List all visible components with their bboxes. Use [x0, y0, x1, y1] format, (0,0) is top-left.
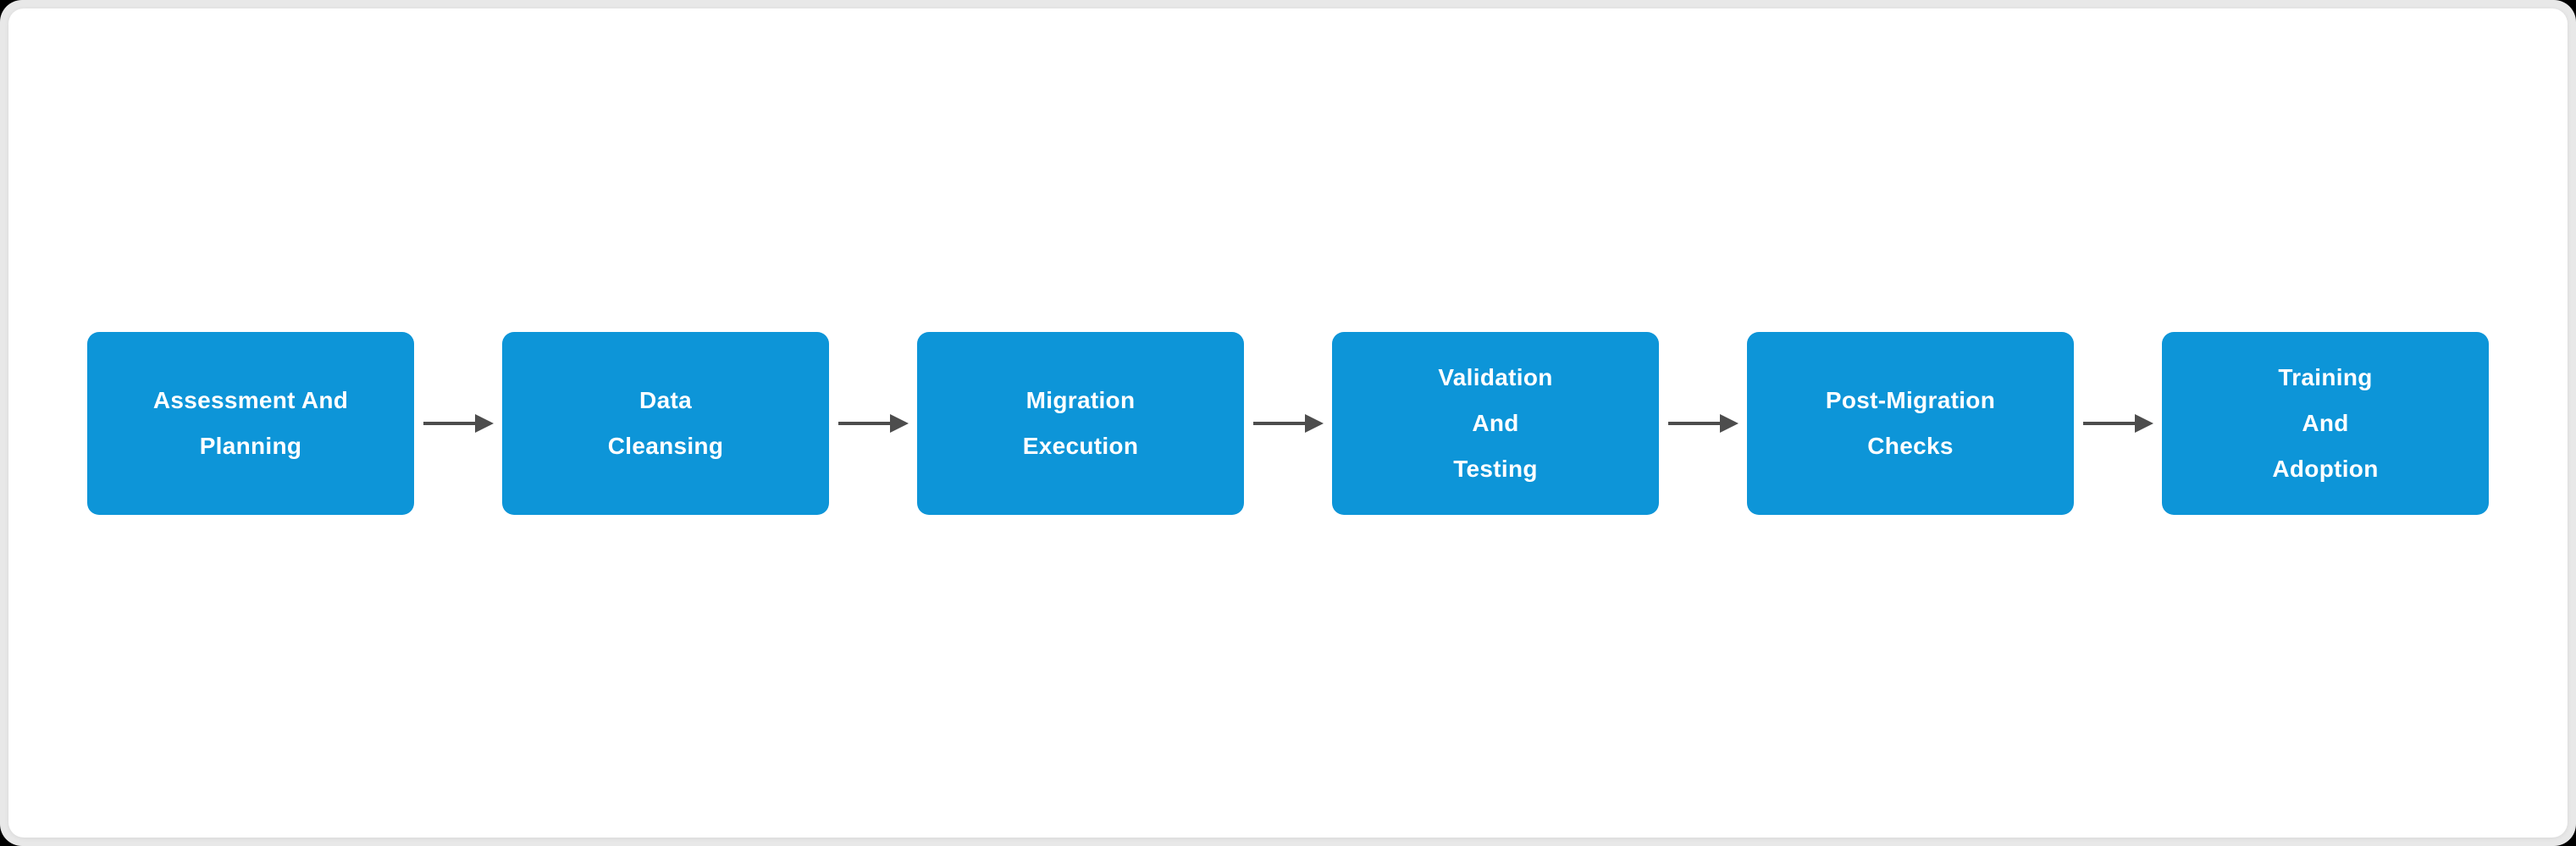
arrow-right-icon [889, 413, 909, 433]
arrow-right-icon [1304, 413, 1324, 433]
flow-connector [414, 332, 502, 515]
arrow-line [423, 421, 476, 425]
node-label-line: Assessment And [152, 386, 349, 413]
node-label-line: Planning [199, 432, 302, 459]
flow-connector [829, 332, 917, 515]
node-label-line: Post-Migration [1825, 386, 1996, 413]
node-label-line: Execution [1022, 432, 1139, 459]
node-label-line: And [2302, 409, 2349, 436]
node-label-line: Testing [1453, 455, 1538, 482]
flow-connector [2074, 332, 2162, 515]
node-label-line: Cleansing [607, 432, 724, 459]
arrow-right-icon [1719, 413, 1739, 433]
node-label-line: Checks [1867, 432, 1954, 459]
node-label-line: Migration [1025, 386, 1136, 413]
node-label-line: Data [639, 386, 692, 413]
arrow-line [1252, 421, 1306, 425]
node-label-line: Adoption [2272, 455, 2379, 482]
node-label-line: And [1472, 409, 1519, 436]
flow-connector [1659, 332, 1747, 515]
node-label-line: Training [2278, 363, 2373, 390]
arrow-line [2082, 421, 2136, 425]
node-label-line: Validation [1438, 363, 1553, 390]
arrow-right-icon [2134, 413, 2153, 433]
arrow-line [837, 421, 891, 425]
arrow-line [1667, 421, 1721, 425]
arrow-right-icon [474, 413, 494, 433]
flow-connector [1244, 332, 1332, 515]
